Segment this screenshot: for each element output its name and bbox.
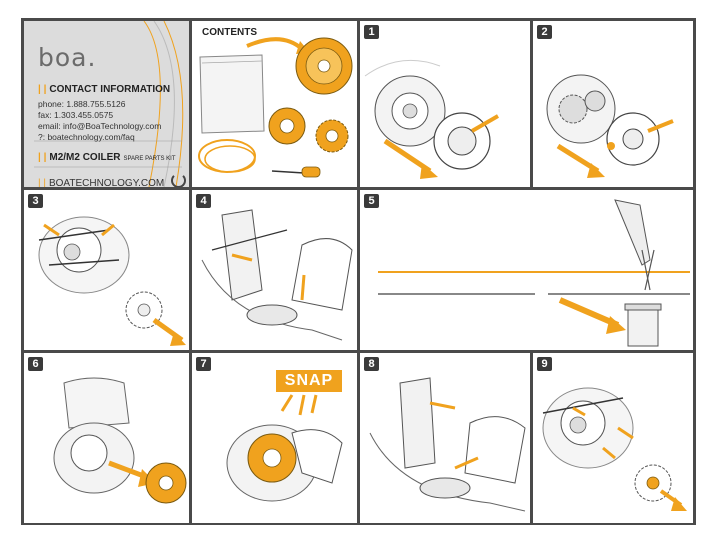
snap-label: SNAP <box>276 370 342 392</box>
step-4-illustration <box>201 209 353 341</box>
accent-bars: | | <box>38 84 47 95</box>
brand-url-text: BOATECHNOLOGY.COM <box>48 178 165 187</box>
step-8-illustration <box>369 377 526 512</box>
contents-title: CONTENTS <box>202 27 257 38</box>
contents-panel: CONTENTS <box>192 21 357 187</box>
step-8-panel: 8 <box>360 353 530 523</box>
instruction-sheet: boa. | |CONTACT INFORMATION phone: 1.888… <box>21 18 696 525</box>
step-9-illustration <box>542 387 687 511</box>
brand-decoration <box>34 21 184 187</box>
contact-faq: ?: boatechnology.com/faq <box>38 132 135 142</box>
refresh-icon <box>170 173 186 187</box>
step-number: 6 <box>28 357 43 371</box>
step-2-illustration <box>546 74 674 178</box>
step-4-panel: 4 <box>192 190 357 350</box>
contents-illustration <box>198 37 353 178</box>
kit-title-text: M2/M2 COILER <box>49 152 121 163</box>
step-1-panel: 1 <box>360 21 530 187</box>
brand-logo: boa. <box>38 43 97 72</box>
step-3-illustration <box>38 216 186 346</box>
step-9-panel: 9 <box>533 353 693 523</box>
contact-fax: fax: 1.303.455.0575 <box>38 110 114 120</box>
step-number: 5 <box>364 194 379 208</box>
step-2-panel: 2 <box>533 21 693 187</box>
step-1-illustration <box>364 59 499 179</box>
contact-heading: | |CONTACT INFORMATION <box>38 84 170 95</box>
step-7-panel: 7 SNAP <box>192 353 357 523</box>
step-number: 1 <box>364 25 379 39</box>
contact-heading-text: CONTACT INFORMATION <box>49 84 171 95</box>
step-number: 7 <box>196 357 211 371</box>
brand-panel: boa. | |CONTACT INFORMATION phone: 1.888… <box>24 21 189 187</box>
accent-bars: | | <box>38 178 46 187</box>
accent-bars: | | <box>38 152 47 163</box>
step-5-panel: 5 <box>360 190 693 350</box>
step-3-panel: 3 <box>24 190 189 350</box>
step-number: 2 <box>537 25 552 39</box>
step-number: 8 <box>364 357 379 371</box>
step-7-illustration <box>226 394 343 502</box>
step-6-panel: 6 <box>24 353 189 523</box>
step-5-illustration <box>378 199 690 347</box>
kit-subtitle: SPARE PARTS KIT <box>123 156 176 162</box>
step-number: 4 <box>196 194 211 208</box>
step-number: 9 <box>537 357 552 371</box>
contact-phone: phone: 1.888.755.5126 <box>38 99 126 109</box>
brand-url: | |BOATECHNOLOGY.COM <box>38 173 186 187</box>
step-number: 3 <box>28 194 43 208</box>
contact-email: email: info@BoaTechnology.com <box>38 121 162 131</box>
step-6-illustration <box>53 377 187 504</box>
